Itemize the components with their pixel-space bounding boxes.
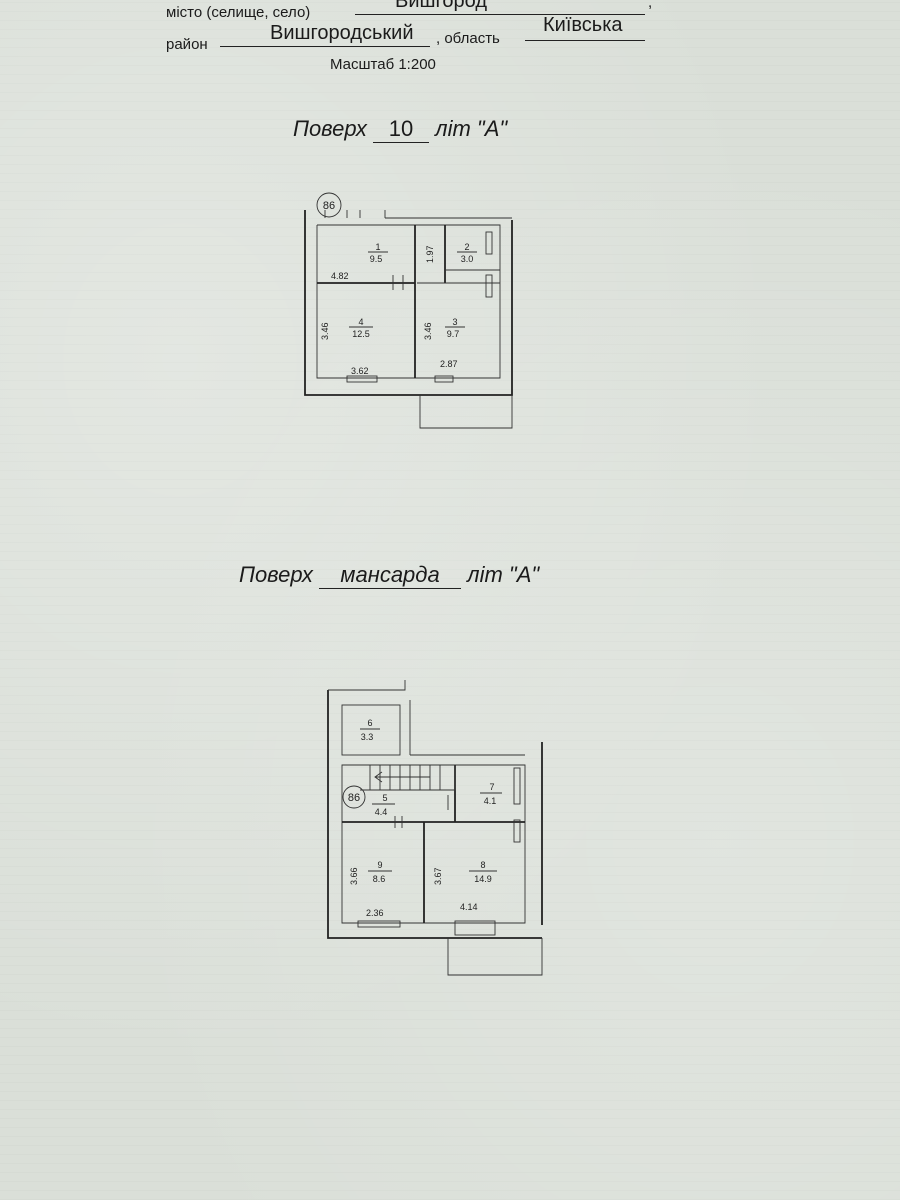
floor1-suffix: літ "А" (435, 116, 508, 141)
floor2-title: Поверх мансарда літ "А" (239, 562, 539, 589)
dim-label: 1.97 (425, 245, 435, 263)
region-label: , область (436, 30, 500, 47)
room-no: 1 (375, 242, 380, 252)
room-no: 3 (452, 317, 457, 327)
room-area: 8.6 (373, 874, 386, 884)
room-no: 4 (358, 317, 363, 327)
floor2-apt-number: 86 (348, 792, 360, 804)
room-no: 9 (377, 860, 382, 870)
comma: , (648, 0, 653, 11)
city-value: Вишгород (395, 0, 488, 12)
floor2-plan: 86 6 3.3 5 4.4 7 4.1 9 8.6 8 14.9 3.66 3… (327, 680, 543, 976)
floor2-number: мансарда (319, 562, 462, 589)
dim-label: 2.36 (366, 908, 384, 918)
room-area: 4.1 (484, 796, 497, 806)
district-value: Вишгородський (270, 22, 414, 44)
room-no: 5 (382, 793, 387, 803)
floor1-plan: 86 1 9.5 2 3.0 3 9.7 4 12.5 4.82 1.97 3.… (304, 192, 513, 429)
room-area: 3.0 (461, 254, 474, 264)
floor1-apt-circle (316, 192, 342, 218)
floor1-title: Поверх 10 літ "А" (293, 116, 507, 143)
city-underline (355, 14, 645, 15)
floor2-suffix: літ "А" (467, 562, 540, 587)
room-no: 6 (367, 718, 372, 728)
floor1-number: 10 (373, 116, 430, 143)
dim-label: 3.67 (433, 867, 443, 885)
room-area: 4.4 (375, 807, 388, 817)
floor2-apt-circle (342, 785, 366, 809)
dim-label: 4.14 (460, 902, 478, 912)
floor2-prefix: Поверх (239, 562, 313, 587)
city-label: місто (селище, село) (166, 4, 311, 21)
floor1-prefix: Поверх (293, 116, 367, 141)
room-area: 12.5 (352, 329, 370, 339)
floor1-apt-number: 86 (323, 200, 335, 212)
room-area: 14.9 (474, 874, 492, 884)
room-area: 9.7 (447, 329, 460, 339)
room-area: 9.5 (370, 254, 383, 264)
dim-label: 3.46 (320, 322, 330, 340)
room-no: 7 (489, 782, 494, 792)
dim-label: 4.82 (331, 271, 349, 281)
scale-label: Масштаб 1:200 (330, 56, 436, 73)
dim-label: 2.87 (440, 359, 458, 369)
dim-label: 3.46 (423, 322, 433, 340)
dim-label: 3.62 (351, 366, 369, 376)
district-label: район (166, 36, 208, 53)
room-area: 3.3 (361, 732, 374, 742)
district-underline (220, 46, 430, 47)
region-underline (525, 40, 645, 41)
region-value: Київська (543, 14, 623, 36)
room-no: 2 (464, 242, 469, 252)
dim-label: 3.66 (349, 867, 359, 885)
room-no: 8 (480, 860, 485, 870)
